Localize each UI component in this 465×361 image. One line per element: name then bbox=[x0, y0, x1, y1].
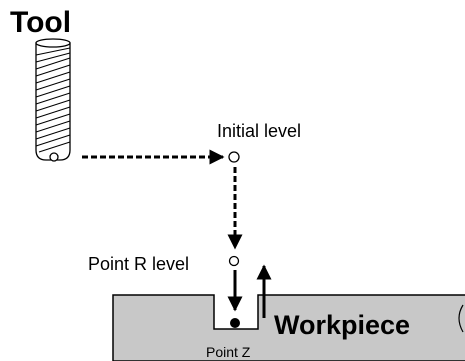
initial-level-label: Initial level bbox=[217, 121, 302, 141]
workpiece-block bbox=[112, 294, 465, 361]
drill-tool-icon bbox=[35, 38, 71, 162]
workpiece-edge-arc bbox=[458, 304, 464, 333]
point-r-marker bbox=[228, 255, 240, 267]
point-z-label: Point Z bbox=[206, 344, 251, 360]
workpiece-label: Workpiece bbox=[274, 310, 411, 340]
point-r-level-label: Point R level bbox=[88, 254, 190, 274]
tool-label: Tool bbox=[10, 6, 72, 39]
initial-level-marker bbox=[228, 151, 240, 163]
point-z-marker bbox=[230, 318, 240, 328]
